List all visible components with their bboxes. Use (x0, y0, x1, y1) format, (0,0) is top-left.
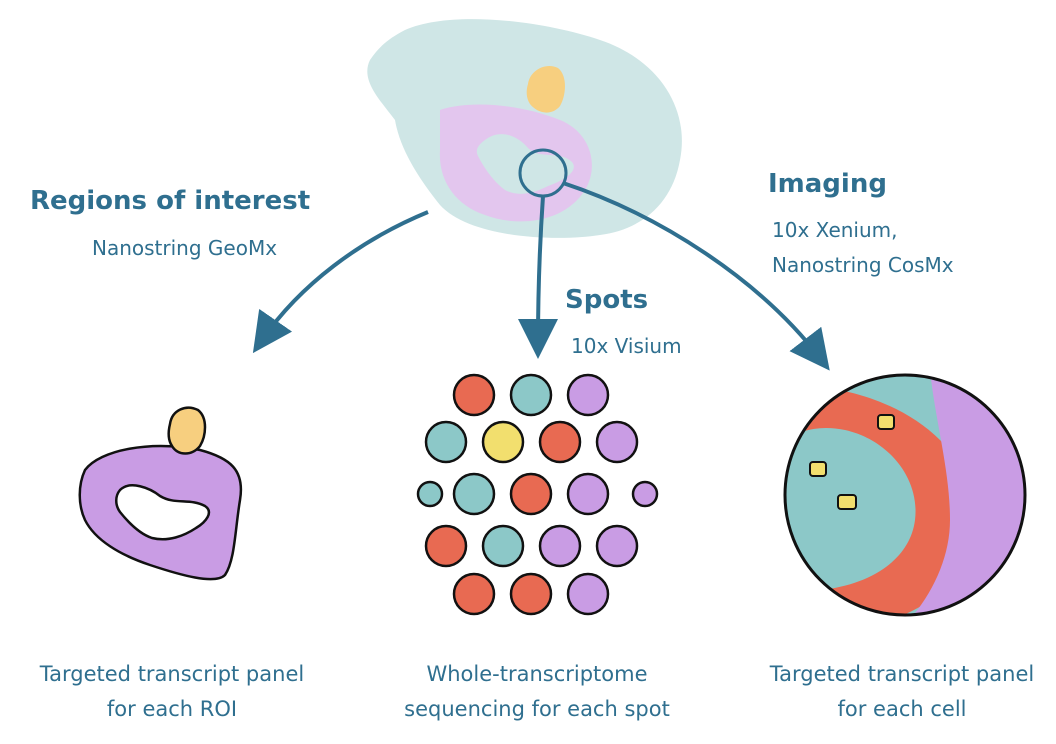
spot (538, 420, 582, 464)
imaging-outline (783, 373, 1027, 617)
output-spots-line1: Whole-transcriptome (426, 662, 647, 686)
method-platform-spots: 10x Visium (571, 334, 682, 358)
imaging-purple-region (900, 375, 1025, 615)
imaging-red-band (785, 387, 972, 615)
imaging-yellow-cell (809, 461, 827, 477)
spot (509, 472, 553, 516)
arrow-to-roi (252, 210, 429, 354)
tissue-yellow-region (526, 65, 565, 113)
tissue-section (367, 19, 682, 238)
spot (481, 420, 525, 464)
spots-grid (416, 373, 659, 616)
spot (566, 373, 610, 417)
spot (509, 373, 553, 417)
spot (424, 524, 468, 568)
method-title-spots: Spots (565, 285, 648, 315)
spot (566, 472, 610, 516)
roi-inner-void (115, 484, 211, 541)
spot (595, 524, 639, 568)
output-imaging-line2: for each cell (837, 697, 966, 721)
spot (424, 420, 468, 464)
imaging-tissue (783, 373, 1027, 617)
method-platform-roi: Nanostring GeoMx (92, 236, 277, 260)
spot (452, 373, 496, 417)
spot-edge (416, 480, 444, 508)
output-roi-line2: for each ROI (107, 697, 237, 721)
imaging-yellow-cell (877, 414, 895, 430)
imaging-yellow-cell (837, 494, 857, 510)
output-roi-line1: Targeted transcript panel (39, 662, 304, 686)
spot (452, 572, 496, 616)
spot (452, 472, 496, 516)
spot (481, 524, 525, 568)
spot (566, 572, 610, 616)
spot-edge (631, 480, 659, 508)
roi-yellow-region (167, 406, 207, 455)
method-title-imaging: Imaging (768, 169, 887, 199)
method-platform-imaging-line2: Nanostring CosMx (772, 253, 954, 277)
spot (538, 524, 582, 568)
roi-illustration (78, 406, 243, 581)
spot (595, 420, 639, 464)
output-spots-line2: sequencing for each spot (404, 697, 670, 721)
tissue-inner-void (476, 134, 574, 194)
spot (509, 572, 553, 616)
method-platform-imaging-line1: 10x Xenium, (772, 218, 898, 242)
arrow-to-spots (518, 195, 559, 359)
arrow-to-imaging (562, 181, 830, 371)
method-title-roi: Regions of interest (30, 186, 310, 216)
output-imaging-line1: Targeted transcript panel (769, 662, 1034, 686)
